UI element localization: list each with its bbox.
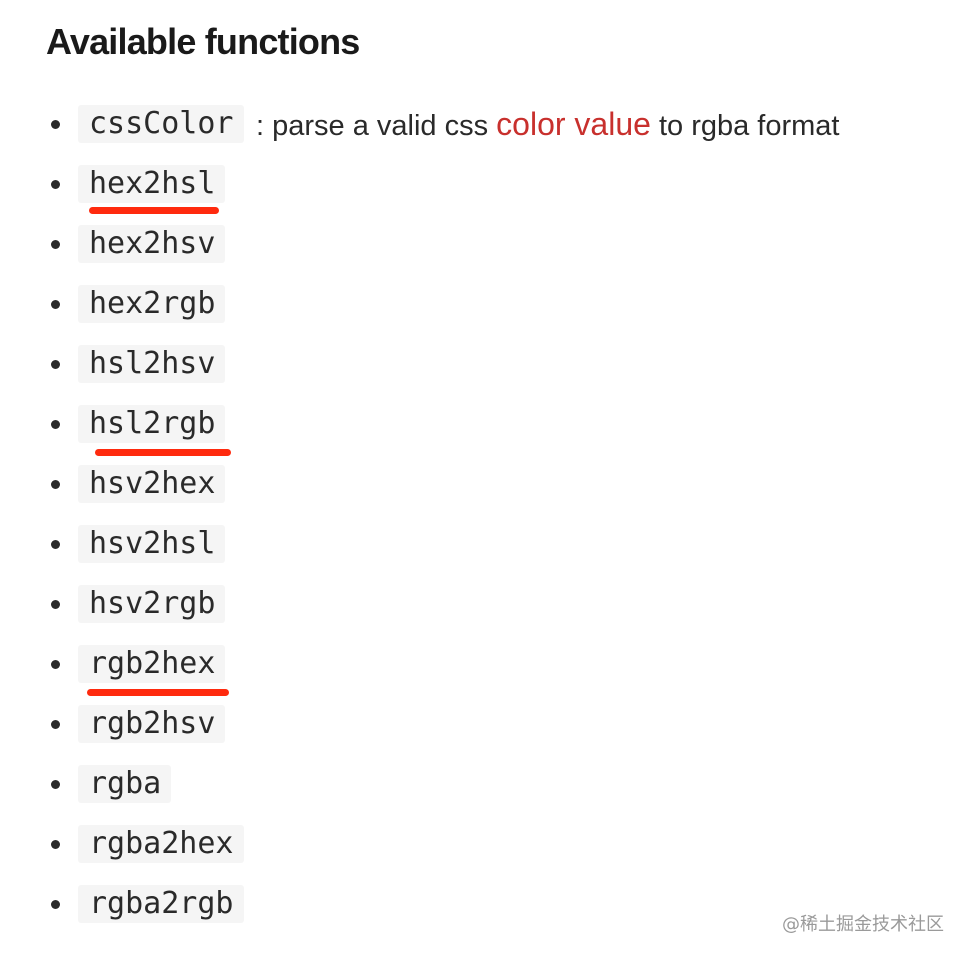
bullet-icon (51, 480, 60, 489)
list-item: rgba2hex (0, 815, 970, 875)
bullet-icon (51, 360, 60, 369)
function-code: hex2rgb (78, 285, 226, 323)
list-item: hsl2hsv (0, 335, 970, 395)
function-code: hsv2hsl (78, 525, 226, 563)
list-item: rgba (0, 755, 970, 815)
bullet-icon (51, 420, 60, 429)
function-code: rgba2rgb (78, 885, 244, 923)
function-code: rgb2hex (78, 645, 226, 683)
function-code: cssColor (78, 105, 244, 143)
list-item: hsl2rgb (0, 395, 970, 455)
color-value-link[interactable]: color value (496, 106, 651, 142)
bullet-icon (51, 120, 60, 129)
function-code: hsl2hsv (78, 345, 226, 383)
section-heading: Available functions (46, 21, 360, 62)
function-code: hex2hsl (78, 165, 226, 203)
bullet-icon (51, 780, 60, 789)
function-code: rgba2hex (78, 825, 244, 863)
bullet-icon (51, 240, 60, 249)
highlight-underline-hsl2rgb (95, 449, 231, 456)
list-item: hex2hsl (0, 155, 970, 215)
list-item: rgba2rgb (0, 875, 970, 935)
function-code: hsv2rgb (78, 585, 226, 623)
description-text: : parse a valid css (256, 110, 497, 142)
list-item: hex2rgb (0, 275, 970, 335)
function-list: cssColor : parse a valid css color value… (0, 95, 970, 935)
bullet-icon (51, 660, 60, 669)
function-code: rgba (78, 765, 172, 803)
list-item: hsv2rgb (0, 575, 970, 635)
bullet-icon (51, 540, 60, 549)
bullet-icon (51, 300, 60, 309)
function-code: hsl2rgb (78, 405, 226, 443)
highlight-underline-hex2hsl (89, 207, 219, 214)
list-item: rgb2hex (0, 635, 970, 695)
bullet-icon (51, 720, 60, 729)
bullet-icon (51, 600, 60, 609)
function-description: : parse a valid css color value to rgba … (256, 105, 840, 143)
bullet-icon (51, 900, 60, 909)
watermark: @稀土掘金技术社区 (782, 914, 944, 935)
highlight-underline-rgb2hex (87, 689, 229, 696)
function-code: rgb2hsv (78, 705, 226, 743)
list-item: hsv2hsl (0, 515, 970, 575)
function-code: hsv2hex (78, 465, 226, 503)
bullet-icon (51, 840, 60, 849)
list-item: hex2hsv (0, 215, 970, 275)
bullet-icon (51, 180, 60, 189)
list-item: rgb2hsv (0, 695, 970, 755)
description-text: to rgba format (650, 110, 840, 142)
function-code: hex2hsv (78, 225, 226, 263)
list-item: hsv2hex (0, 455, 970, 515)
list-item: cssColor : parse a valid css color value… (0, 95, 970, 155)
